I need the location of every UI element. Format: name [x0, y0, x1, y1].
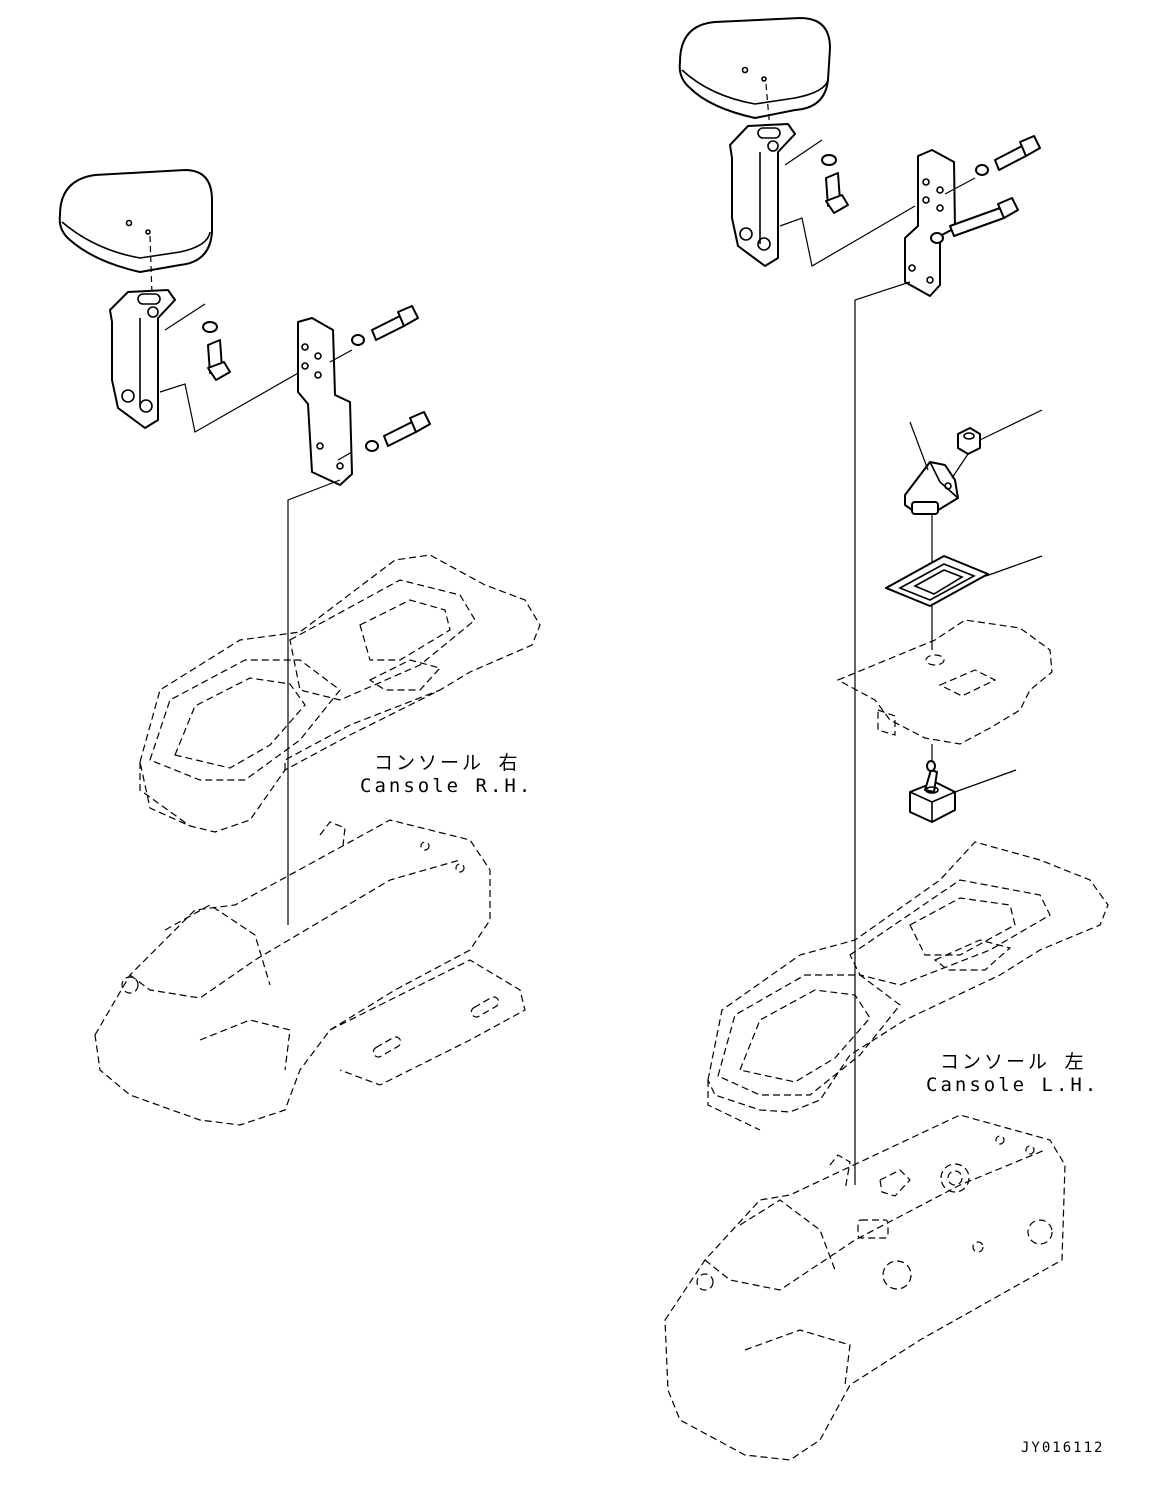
nut-to-guard — [951, 453, 969, 479]
name-plate — [885, 555, 989, 607]
toggle-switch-leader — [954, 769, 1017, 793]
lh-bolt-upper — [975, 135, 1041, 176]
lh-armrest-pad — [678, 17, 831, 119]
rh-route-line — [159, 303, 301, 433]
rh-vertical-leader — [287, 479, 341, 925]
switch-guard — [904, 461, 959, 515]
lh-armrest-bracket — [729, 123, 796, 267]
rh-armrest-pad — [58, 169, 213, 273]
nut-leader — [979, 409, 1043, 441]
console-lid — [836, 619, 1053, 745]
lh-small-bolt — [821, 154, 849, 214]
rh-mount-plate — [297, 317, 353, 486]
lh-bolt-leaders — [944, 177, 976, 195]
console-lh-label-jp: コンソール 左 — [940, 1051, 1087, 1073]
toggle-switch — [909, 760, 956, 823]
console-lh-label-en: Cansole L.H. — [926, 1074, 1100, 1096]
drawing-code: JY016112 — [1021, 1440, 1105, 1456]
lh-bolt-lower — [930, 197, 1019, 244]
console-rh-label-jp: コンソール 右 — [374, 752, 521, 774]
rh-armrest-bracket — [109, 289, 176, 429]
lh-route-line — [779, 139, 916, 267]
rh-console-cover — [139, 554, 541, 833]
rh-bolt-upper — [351, 305, 419, 346]
rh-assembly — [58, 169, 541, 1126]
console-rh-label-en: Cansole R.H. — [360, 775, 534, 797]
lh-assembly — [664, 17, 1109, 1461]
rh-console-base — [94, 819, 526, 1126]
hex-nut — [957, 427, 981, 455]
lh-console-cover — [707, 841, 1109, 1131]
lh-console-base — [664, 1114, 1066, 1461]
rh-bolt-leaders — [329, 349, 353, 461]
rh-small-bolt — [202, 321, 231, 381]
lh-vertical-leader — [854, 281, 911, 1185]
switch-guard-leader — [909, 421, 929, 471]
lh-pad-leader — [765, 83, 771, 131]
rh-bolt-lower — [365, 411, 431, 452]
name-plate-leader — [985, 555, 1043, 577]
lh-mount-plate — [904, 149, 956, 297]
